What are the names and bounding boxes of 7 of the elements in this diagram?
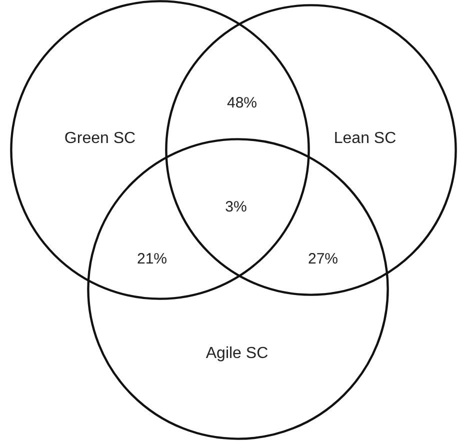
percentage-label: 21% [136,250,168,268]
percentage-label: 48% [226,94,258,112]
set-label: Lean SC [334,130,396,148]
set-label: Green SC [64,130,136,148]
percentage-label: 27% [308,250,338,268]
percentage-label: 3% [225,198,247,216]
set-label: Agile SC [206,345,268,363]
